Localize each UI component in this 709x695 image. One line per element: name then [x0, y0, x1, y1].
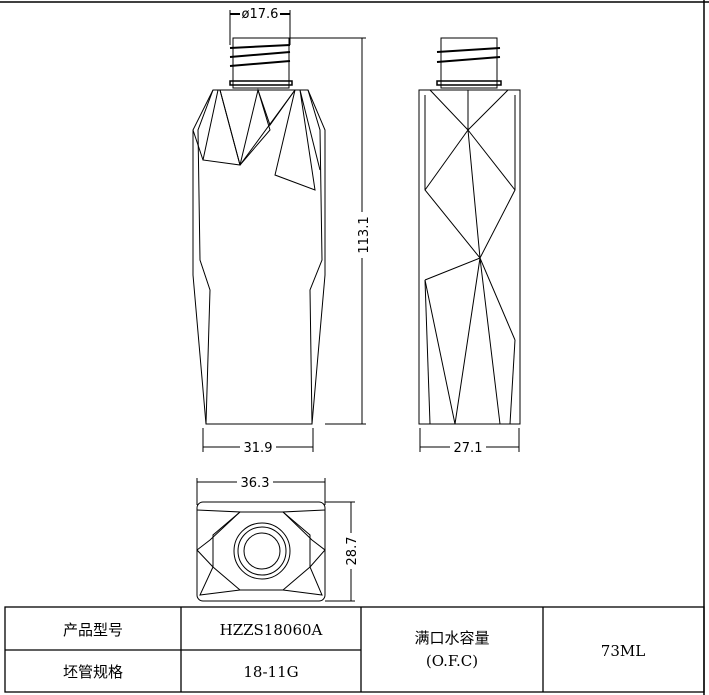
- bottom-width-label: 36.3: [241, 476, 270, 491]
- product-model-label: 产品型号: [63, 621, 123, 639]
- front-width-label: 31.9: [244, 441, 273, 456]
- bottom-view-bottle: [196, 501, 326, 602]
- capacity-label: 满口水容量: [414, 629, 489, 647]
- side-width-label: 27.1: [454, 441, 483, 456]
- bottom-depth-label: 28.7: [345, 537, 360, 566]
- side-view-bottle: [418, 37, 521, 425]
- height-label: 113.1: [357, 216, 372, 253]
- capacity-value: 73ML: [601, 642, 645, 660]
- preform-spec-label: 坯管规格: [63, 663, 123, 681]
- front-view-bottle: [192, 37, 326, 425]
- product-model-value: HZZS18060A: [220, 621, 323, 639]
- spec-table: [4, 606, 705, 693]
- capacity-sublabel: (O.F.C): [426, 652, 478, 670]
- preform-spec-value: 18-11G: [243, 663, 298, 681]
- neck-diameter-label: ø17.6: [242, 7, 279, 22]
